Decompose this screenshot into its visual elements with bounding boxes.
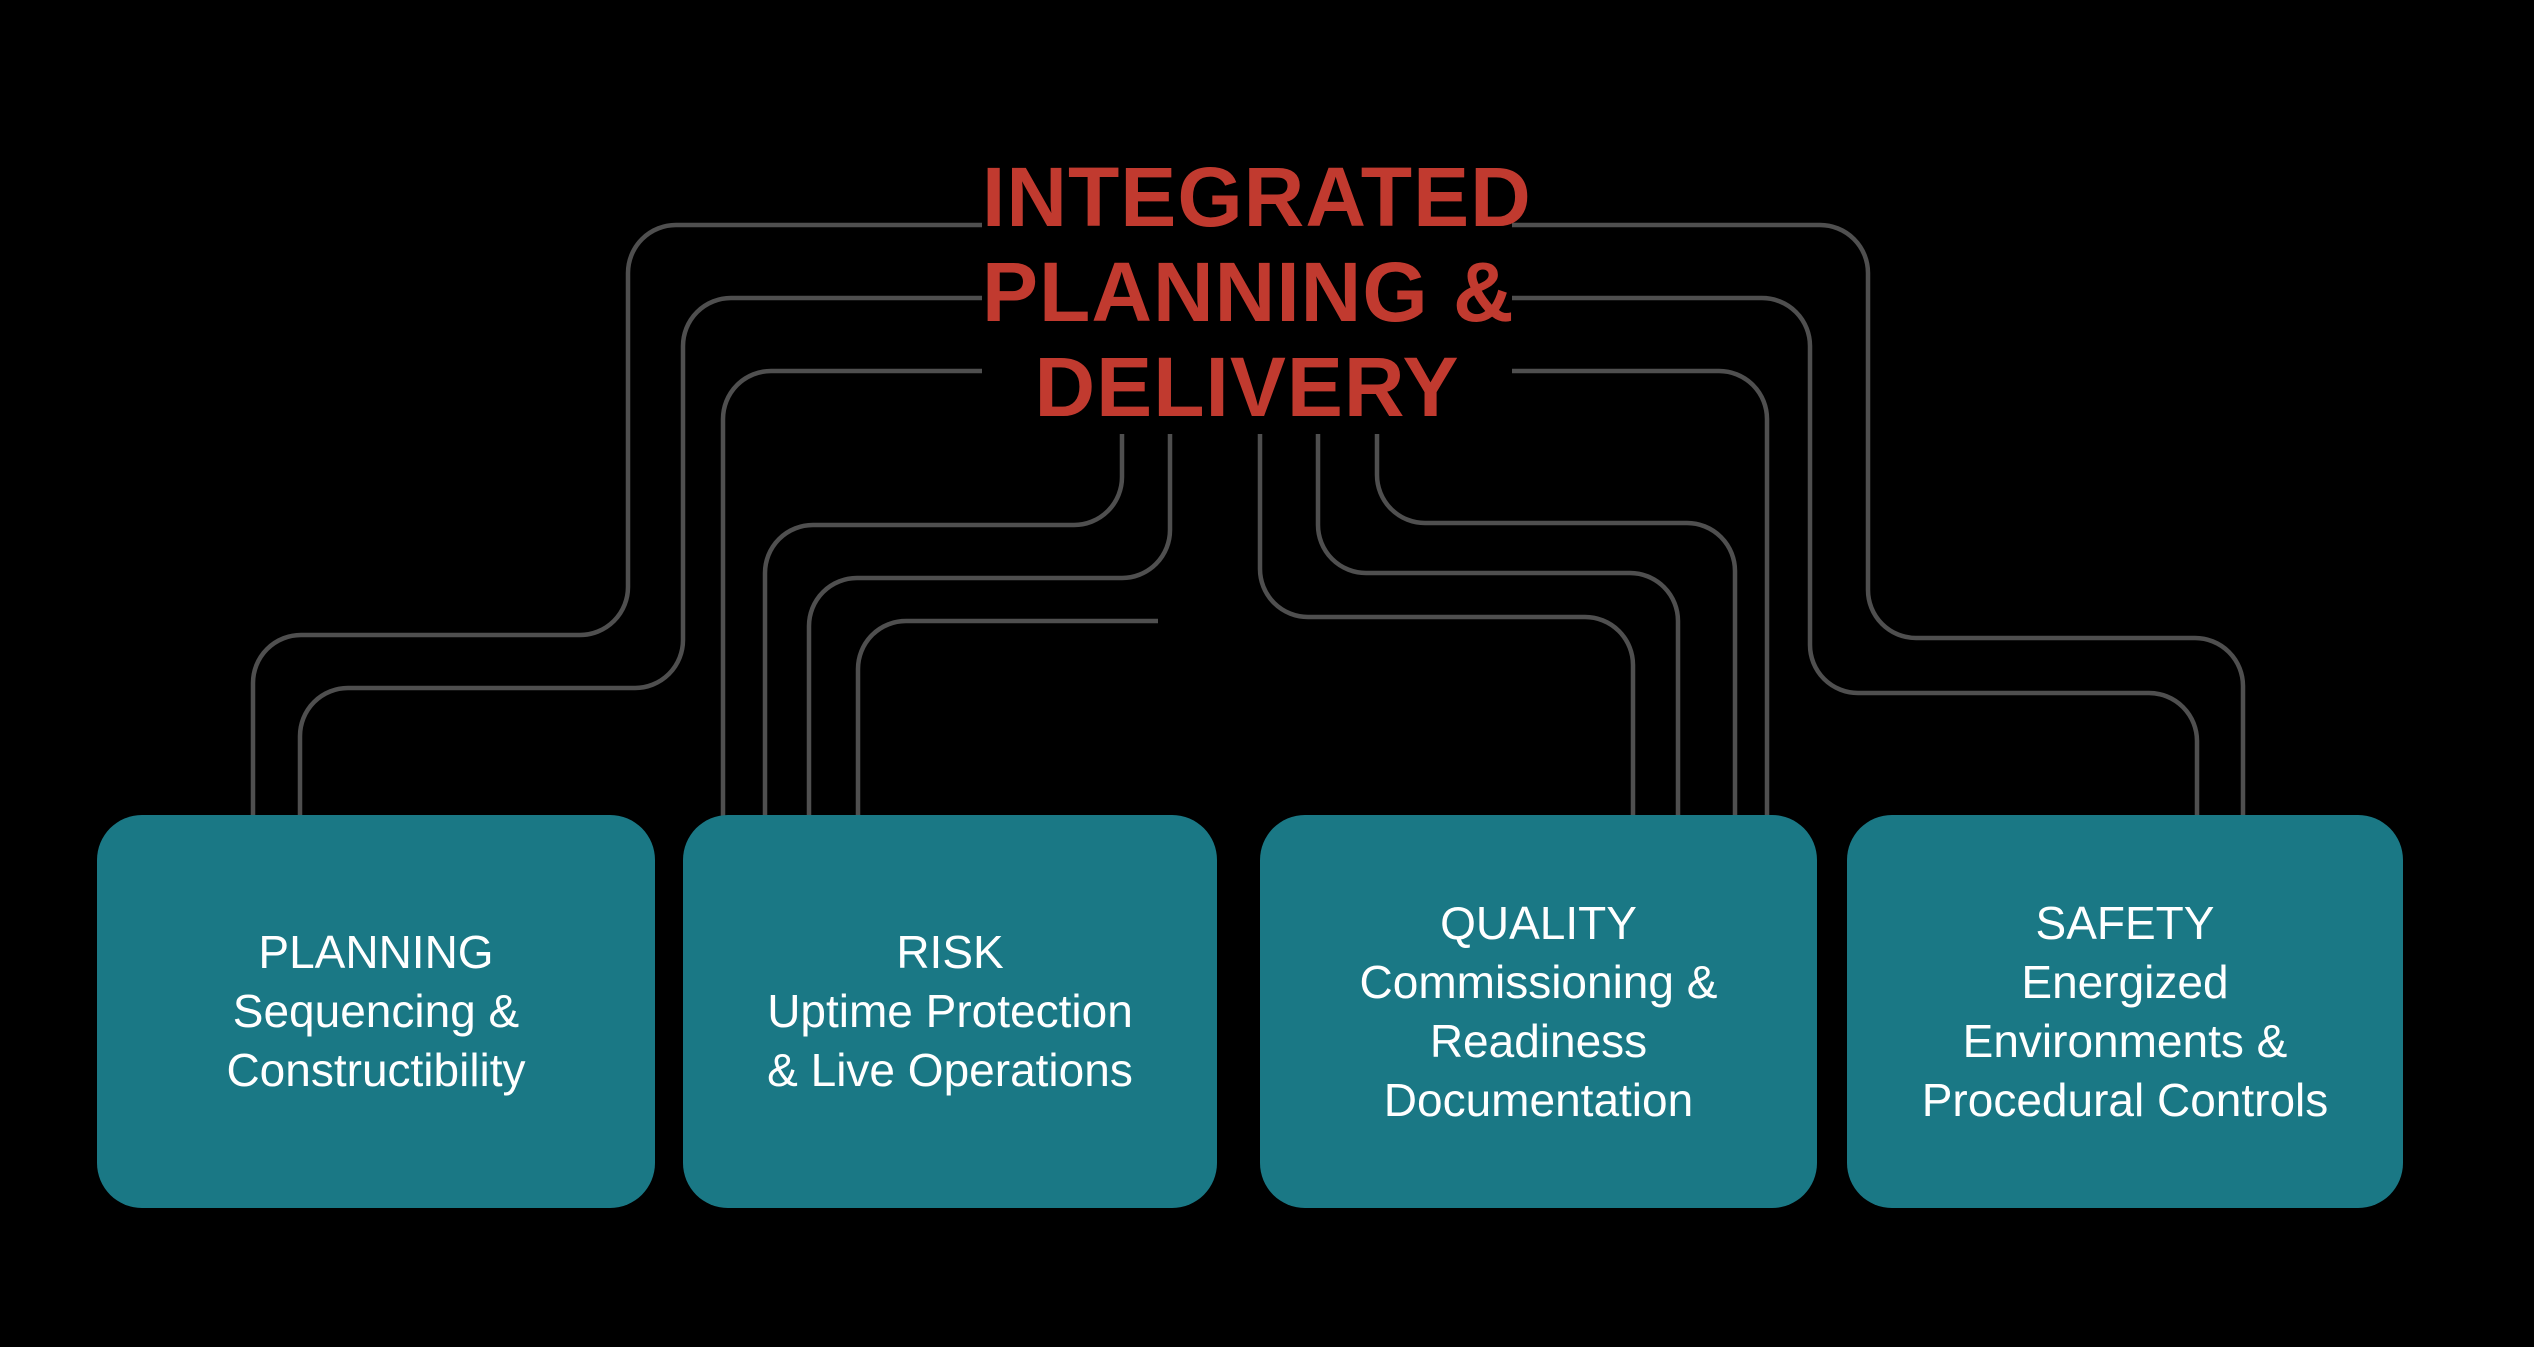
connector-title-bottom-1-to-risk — [762, 434, 1125, 818]
connector-title-bottom-4-to-quality — [1315, 434, 1681, 818]
connector-title-bottom-5-to-quality — [1374, 434, 1738, 818]
node-quality-heading: QUALITY — [1440, 896, 1637, 949]
node-risk-line: & Live Operations — [767, 1044, 1133, 1096]
node-risk-heading: RISK — [896, 926, 1004, 978]
diagram-title-line: PLANNING & — [982, 245, 1515, 339]
connector-title-bottom-2-to-risk — [806, 434, 1173, 818]
node-safety-line: Environments & — [1962, 1014, 2288, 1067]
node-planning-line: Constructibility — [226, 1044, 526, 1096]
node-safety-line: Energized — [2021, 955, 2229, 1008]
connector-title-right-1-to-safety — [1512, 222, 2246, 818]
node-safety-line: Procedural Controls — [1921, 1073, 2329, 1126]
diagram-title-line: INTEGRATED — [982, 150, 1532, 244]
connector-title-left-3-to-risk — [720, 368, 982, 818]
node-planning-heading: PLANNING — [258, 926, 494, 978]
node-quality-line: Readiness — [1429, 1014, 1648, 1067]
node-safety: SAFETY Energized Environments & Procedur… — [1847, 815, 2403, 1208]
connector-title-left-1-to-planning — [250, 222, 982, 818]
connector-title-left-2-to-planning — [297, 295, 982, 818]
node-risk: RISK Uptime Protection & Live Operations — [683, 815, 1217, 1208]
node-planning-line: Sequencing & — [232, 985, 520, 1037]
connector-title-right-3-to-quality — [1512, 368, 1770, 818]
node-quality-line: Commissioning & — [1359, 955, 1718, 1008]
node-quality-line: Documentation — [1383, 1073, 1694, 1126]
node-risk-line: Uptime Protection — [767, 985, 1133, 1037]
node-quality: QUALITY Commissioning & Readiness Docume… — [1260, 815, 1817, 1208]
node-planning: PLANNING Sequencing & Constructibility — [97, 815, 655, 1208]
diagram-title: INTEGRATED PLANNING & DELIVERY — [982, 150, 1532, 435]
connector-title-right-2-to-safety — [1512, 295, 2200, 818]
node-safety-heading: SAFETY — [2035, 896, 2215, 949]
diagram-title-line: DELIVERY — [1034, 340, 1460, 434]
connector-risk-open-end — [855, 618, 1158, 818]
connector-title-bottom-3-to-quality — [1257, 434, 1636, 818]
